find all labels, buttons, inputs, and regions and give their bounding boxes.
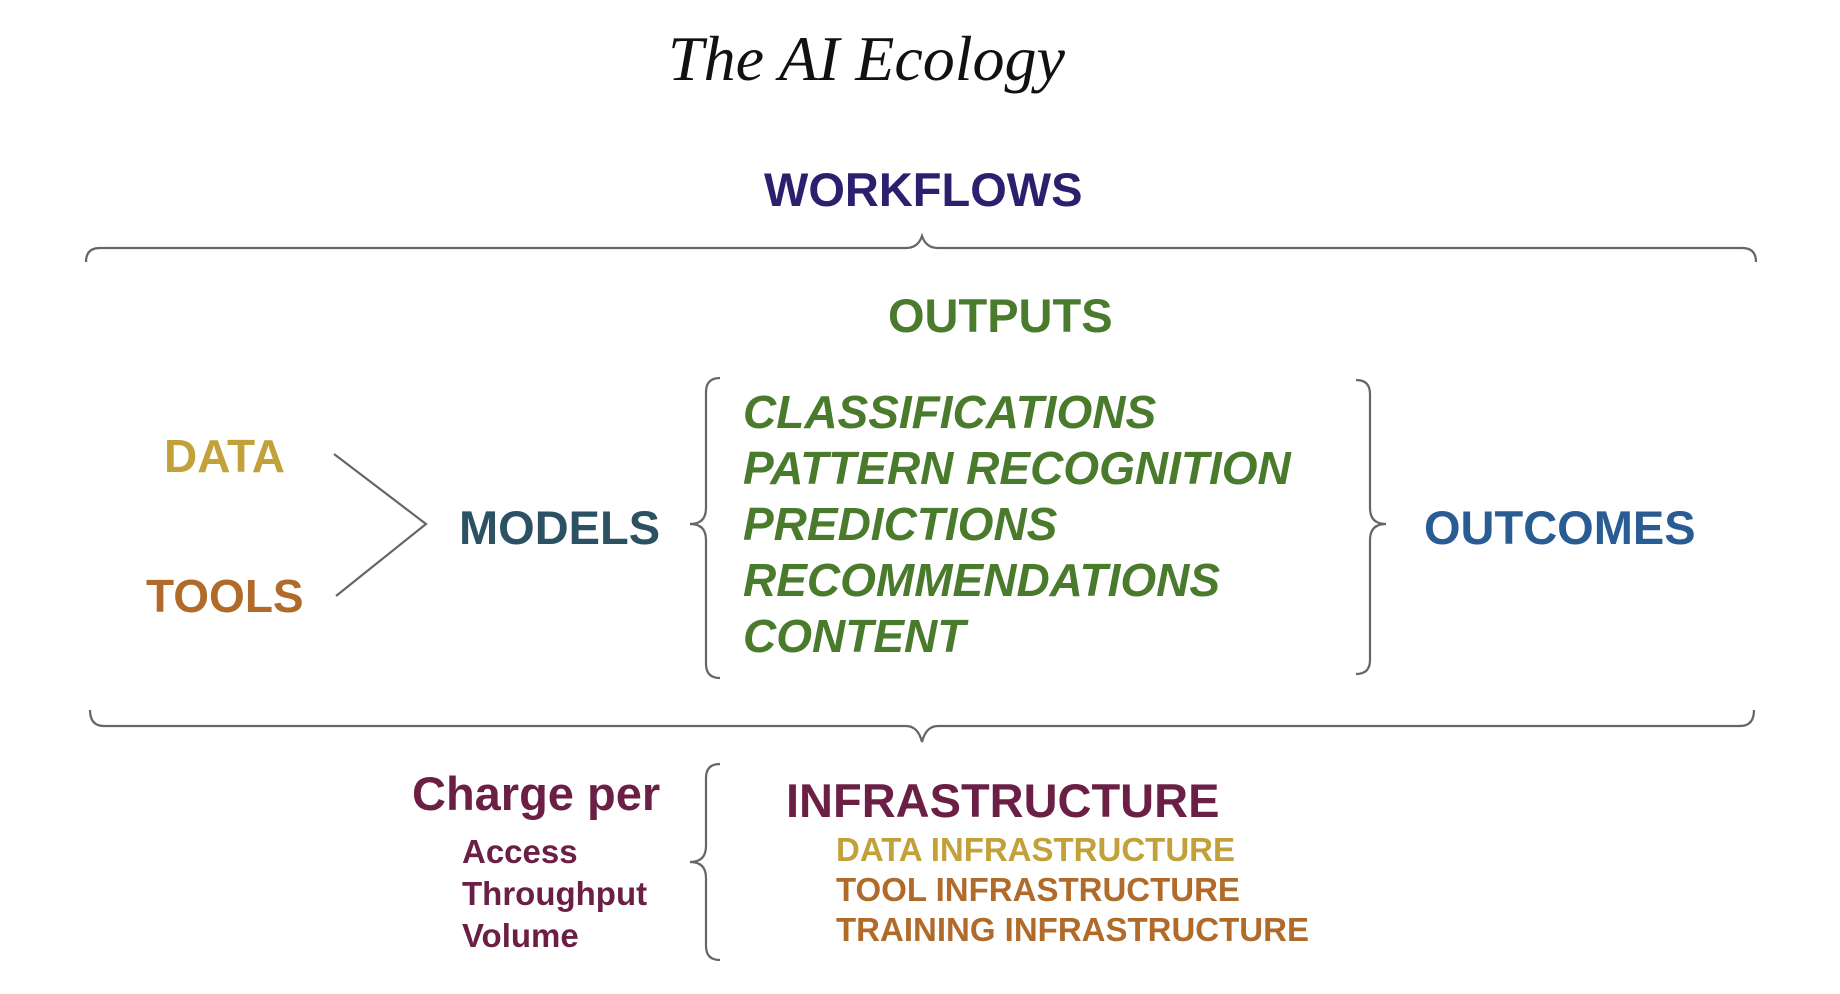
output-item: CLASSIFICATIONS (743, 386, 1157, 438)
output-item: CONTENT (743, 610, 966, 662)
data-label: DATA (164, 430, 285, 482)
outputs-right-brace (1355, 378, 1387, 676)
infrastructure-item-tool: TOOL INFRASTRUCTURE (836, 871, 1240, 908)
output-item: PATTERN RECOGNITION (743, 442, 1291, 494)
charge-heading: Charge per (412, 767, 661, 820)
output-item: PREDICTIONS (743, 498, 1058, 550)
charge-list: Access Throughput Volume (462, 831, 647, 957)
infrastructure-item-training: TRAINING INFRASTRUCTURE (836, 911, 1309, 948)
diagram-title: The AI Ecology (668, 23, 1065, 94)
outcomes-label: OUTCOMES (1424, 501, 1696, 554)
workflows-label: WORKFLOWS (764, 163, 1083, 216)
infrastructure-item-data: DATA INFRASTRUCTURE (836, 831, 1236, 868)
input-chevron (333, 453, 428, 597)
charge-item: Volume (462, 917, 579, 954)
outputs-left-brace (689, 376, 721, 680)
models-label: MODELS (459, 501, 661, 554)
tools-label: TOOLS (146, 570, 304, 622)
top-brace (84, 232, 1758, 263)
output-item: RECOMMENDATIONS (743, 554, 1221, 606)
outputs-heading: OUTPUTS (888, 289, 1113, 342)
infrastructure-heading: INFRASTRUCTURE (786, 774, 1220, 827)
charge-item: Throughput (462, 875, 648, 912)
charge-item: Access (462, 833, 578, 870)
outputs-list: CLASSIFICATIONS PATTERN RECOGNITION PRED… (743, 384, 1291, 664)
infrastructure-brace (689, 762, 721, 962)
bottom-brace (88, 709, 1756, 743)
infrastructure-list: DATA INFRASTRUCTURE TOOL INFRASTRUCTURE … (836, 830, 1309, 950)
